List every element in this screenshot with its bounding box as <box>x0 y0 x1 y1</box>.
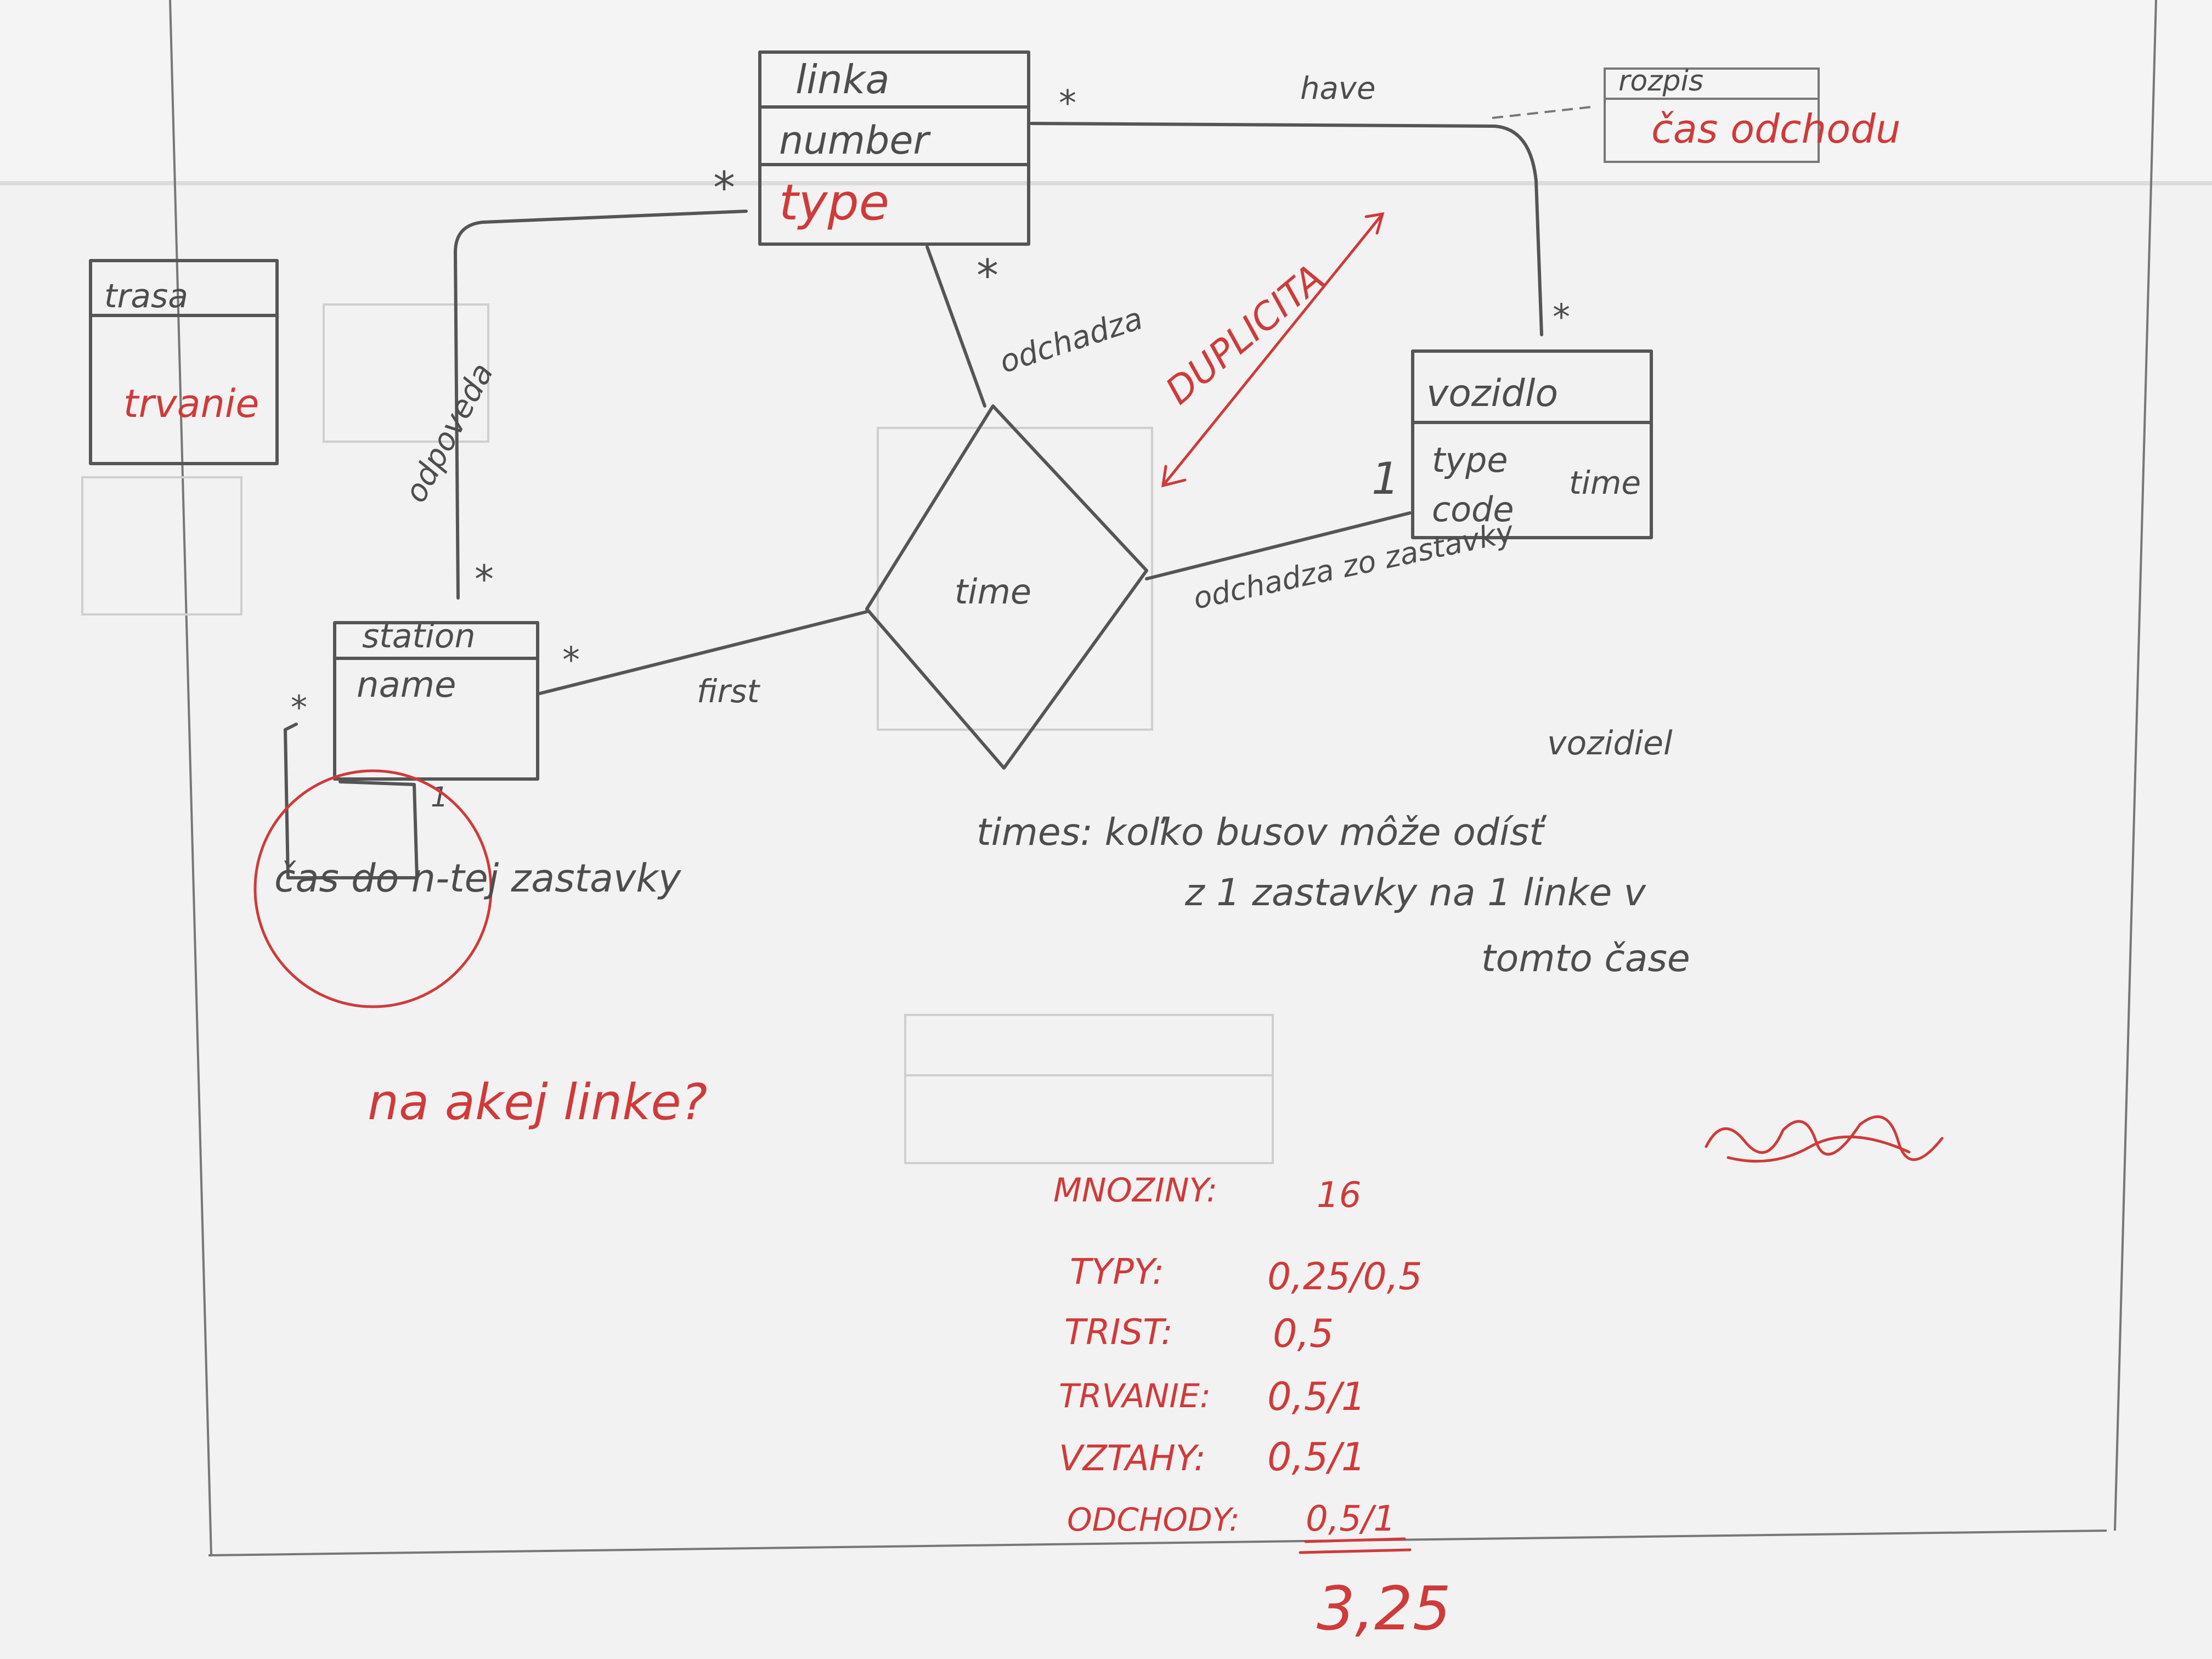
rozpis-attr-cas-odchodu: čas odchodu <box>1651 106 1900 152</box>
note-cas-do: čas do n-tej zastavky <box>274 856 682 901</box>
grade-value-5: 0,5/1 <box>1267 1435 1365 1480</box>
linka-attr-type: type <box>779 174 889 232</box>
vozidlo-attr-type: type <box>1432 440 1508 480</box>
mult-station-self-star: * <box>291 689 307 727</box>
relation-labels: have odpoveda odchadza first odchadza zo… <box>398 71 1517 710</box>
erased-ghost-sketches <box>81 303 1274 1164</box>
note-times-line3: tomto čase <box>1481 937 1690 980</box>
paper-fold-edge <box>0 181 2212 185</box>
grade-label-6: ODCHODY: <box>1067 1501 1240 1538</box>
trasa-attr-trvanie: trvanie <box>123 381 259 426</box>
mult-linka-have: * <box>1059 83 1076 124</box>
grade-value-4: 0,5/1 <box>1267 1374 1365 1419</box>
label-odchadza-zo: odchadza zo zastavky <box>1190 514 1517 616</box>
label-first: first <box>697 673 761 710</box>
trasa-title: trasa <box>104 277 188 315</box>
notes: čas do n-tej zastavky na akej linke? voz… <box>253 724 1690 1131</box>
grading-block: MNOZINY: 16 TYPY: 0,25/0,5 TRIST: 0,5 TR… <box>1053 1171 1451 1644</box>
station-attr-name: name <box>357 665 456 706</box>
note-na-akej-linke: na akej linke? <box>368 1074 707 1131</box>
station-title: station <box>362 617 475 656</box>
mult-linka-odchadza: * <box>977 250 998 301</box>
grade-label-2: TYPY: <box>1070 1252 1164 1293</box>
grade-label-1: MNOZINY: <box>1053 1171 1217 1210</box>
grade-total: 3,25 <box>1317 1573 1451 1644</box>
linka-attr-number: number <box>779 118 931 163</box>
grade-value-6: 0,5/1 <box>1306 1499 1396 1539</box>
entity-linka: linka number type <box>758 50 1030 246</box>
vozidlo-attr-code: code <box>1432 489 1514 529</box>
vozidlo-title: vozidlo <box>1426 372 1558 415</box>
relationship-time-diamond: time <box>865 404 1148 770</box>
multiplicity-marks: * * * * 1 * * * 1 <box>291 83 1570 813</box>
mult-linka-odpoveda: * <box>713 162 735 213</box>
mult-station-top: * <box>475 557 494 602</box>
grade-value-2: 0,25/0,5 <box>1267 1255 1422 1299</box>
label-have: have <box>1300 71 1375 106</box>
entity-trasa: trasa trvanie <box>89 259 279 465</box>
vozidlo-attr-time: time <box>1569 464 1641 501</box>
entity-vozidlo: vozidlo type code time <box>1411 349 1653 539</box>
entity-station: station name <box>333 617 539 781</box>
grade-label-4: TRVANIE: <box>1059 1377 1211 1415</box>
label-odchadza: odchadza <box>995 301 1147 380</box>
grade-label-3: TRIST: <box>1064 1312 1173 1353</box>
entity-rozpis: rozpis čas odchodu <box>1604 65 1900 163</box>
time-relationship-label: time <box>955 572 1031 612</box>
label-duplicita: DUPLICITA <box>1158 256 1333 413</box>
mult-vozidlo-have: * <box>1553 297 1570 338</box>
note-times-line1: times: koľko busov môže odísť <box>977 811 1547 854</box>
rozpis-title: rozpis <box>1618 65 1703 98</box>
paper-top-sheet <box>0 0 2212 187</box>
label-odpoveda: odpoveda <box>398 357 500 508</box>
relationship-lines <box>284 106 1592 879</box>
note-vozidiel: vozidiel <box>1547 724 1673 763</box>
grade-label-5: VZTAHY: <box>1059 1438 1206 1479</box>
mult-station-first: * <box>562 640 580 681</box>
grade-value-3: 0,5 <box>1273 1311 1334 1356</box>
mult-vozidlo-time: 1 <box>1372 453 1400 504</box>
note-times-line2: z 1 zastavky na 1 linke v <box>1184 871 1647 915</box>
linka-title: linka <box>795 57 889 103</box>
grade-value-1: 16 <box>1317 1175 1361 1216</box>
red-signature-scribble <box>1705 1115 1944 1163</box>
